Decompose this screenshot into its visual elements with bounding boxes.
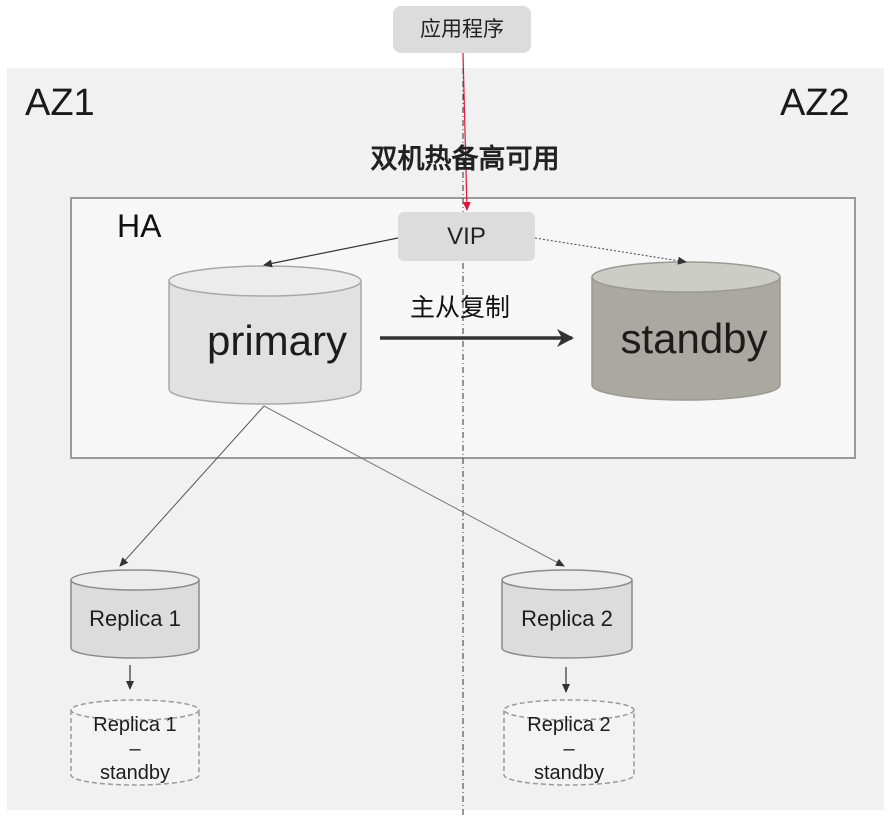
replica-1-standby-label: Replica 1 – standby <box>71 713 199 785</box>
ha-label: HA <box>117 208 162 244</box>
replica-2-standby-line-3: standby <box>533 762 605 784</box>
replica-2-label: Replica 2 <box>521 606 613 631</box>
replica-1-standby-line-2: – <box>129 738 141 760</box>
primary-to-replica-2-arrow <box>263 405 565 567</box>
application-label: 应用程序 <box>420 17 504 41</box>
vip-to-standby-arrow <box>534 237 687 265</box>
az1-label: AZ1 <box>25 82 95 124</box>
primary-to-replica-1-arrow <box>119 405 265 567</box>
replica-1-standby-line-1: Replica 1 <box>93 714 177 736</box>
replica-2-standby-cylinder <box>503 699 635 786</box>
replica-2-standby-line-1: Replica 2 <box>527 714 611 736</box>
standby-database-cylinder <box>591 261 781 401</box>
az2-label: AZ2 <box>780 82 850 124</box>
primary-database-cylinder <box>168 265 362 405</box>
replication-label: 主从复制 <box>409 293 510 322</box>
standby-label: standby <box>620 315 768 362</box>
replica-1-standby-line-3: standby <box>99 762 171 784</box>
replica-1-cylinder <box>70 569 200 659</box>
diagram-title: 双机热备高可用 <box>370 144 560 175</box>
app-to-vip-arrow <box>462 52 471 211</box>
vip-box <box>398 212 535 261</box>
replica-1-label: Replica 1 <box>89 606 181 631</box>
vip-to-primary-arrow <box>263 237 399 268</box>
replica-2-cylinder <box>501 569 633 659</box>
replica-1-standby-cylinder <box>70 699 200 786</box>
application-box <box>393 6 531 53</box>
replica-2-standby-label: Replica 2 – standby <box>504 713 634 785</box>
replica-2-standby-line-2: – <box>563 738 575 760</box>
primary-label: primary <box>206 317 347 364</box>
vip-label: VIP <box>447 222 486 250</box>
